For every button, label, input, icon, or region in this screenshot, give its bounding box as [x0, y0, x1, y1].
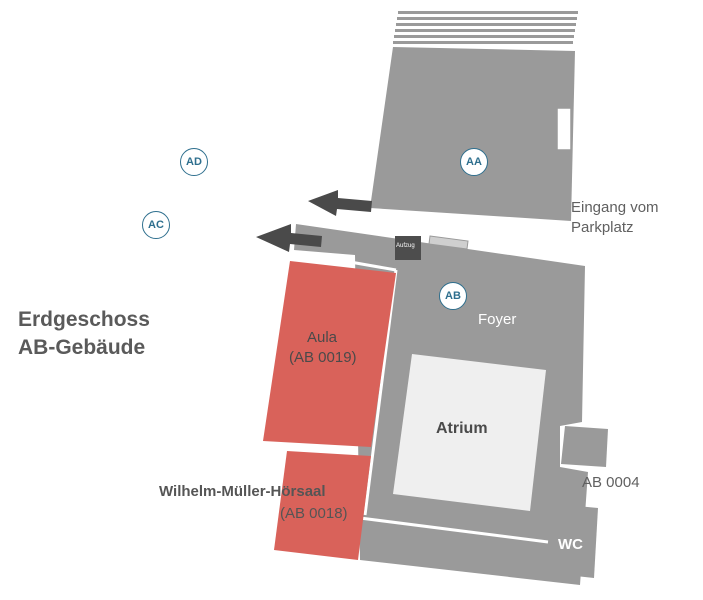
arrow-left-icon	[256, 224, 322, 252]
ab0004-label: AB 0004	[582, 474, 640, 491]
building-aa[interactable]	[370, 47, 575, 221]
south-corridor-line	[359, 516, 549, 544]
arrow-left-icon	[308, 190, 372, 216]
elevator-box[interactable]	[395, 236, 421, 260]
entrance-bar	[428, 235, 469, 250]
room-ab0004[interactable]	[561, 426, 608, 467]
hoersaal-name-label: Wilhelm-Müller-Hörsaal	[159, 483, 326, 500]
aufzug-label: Aufzug	[396, 243, 415, 249]
foyer-label: Foyer	[478, 311, 517, 328]
wc-label: WC	[558, 536, 583, 553]
room-hoersaal[interactable]	[274, 451, 371, 560]
aula-name-label: Aula	[307, 329, 338, 346]
page-title-line1: Erdgeschoss	[18, 308, 150, 331]
entrance-label-line2: Parkplatz	[571, 219, 634, 236]
building-badge-ab[interactable]: AB	[439, 282, 467, 310]
aula-number-label: (AB 0019)	[289, 349, 357, 366]
page-title-line2: AB-Gebäude	[18, 336, 146, 359]
corridor-line-2	[292, 250, 397, 272]
building-badge-ac[interactable]: AC	[142, 211, 170, 239]
room-aula[interactable]	[263, 261, 396, 447]
corridor-line	[363, 269, 398, 516]
aa-side-element	[556, 107, 572, 151]
building-badge-aa[interactable]: AA	[460, 148, 488, 176]
aa-stairs	[393, 11, 578, 44]
building-badge-ad[interactable]: AD	[180, 148, 208, 176]
room-wc[interactable]	[548, 504, 598, 578]
room-atrium[interactable]	[393, 354, 546, 511]
page-title: Erdgeschoss AB-Gebäude	[18, 306, 150, 362]
atrium-label: Atrium	[436, 420, 488, 437]
entrance-label-line1: Eingang vom	[571, 199, 659, 216]
hoersaal-number-label: (AB 0018)	[280, 505, 348, 522]
